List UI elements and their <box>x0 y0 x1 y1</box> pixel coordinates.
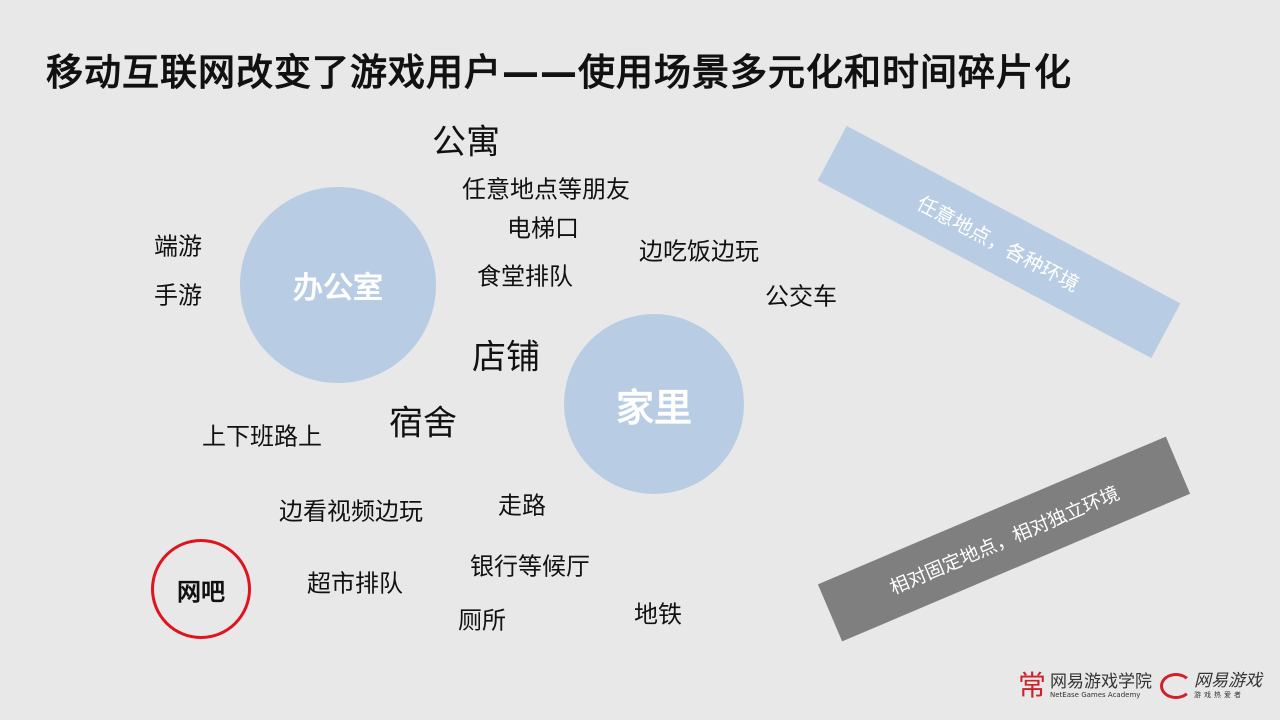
word-bank: 银行等候厅 <box>470 552 590 581</box>
logo-academy: 常 网易游戏学院 NetEase Games Academy <box>1018 672 1152 700</box>
word-bus: 公交车 <box>765 282 837 311</box>
circle-office-label: 办公室 <box>293 271 383 306</box>
slide-title: 移动互联网改变了游戏用户——使用场景多元化和时间碎片化 <box>46 51 1072 94</box>
academy-name: 网易游戏学院 <box>1050 672 1153 692</box>
band-anywhere: 任意地点，各种环境 <box>817 125 1181 359</box>
word-subway: 地铁 <box>634 600 682 629</box>
band-fixed-label: 相对固定地点，相对独立环境 <box>886 481 1123 599</box>
circle-netcafe: 网吧 <box>151 539 251 639</box>
word-dorm: 宿舍 <box>389 403 457 444</box>
circle-home-label: 家里 <box>615 385 692 430</box>
academy-name-en: NetEase Games Academy <box>1050 691 1141 699</box>
circle-home: 家里 <box>564 314 744 494</box>
word-canteen: 食堂排队 <box>477 262 573 291</box>
word-waiting-friends: 任意地点等朋友 <box>462 175 630 204</box>
word-commute: 上下班路上 <box>202 422 322 451</box>
word-store: 店铺 <box>472 337 540 378</box>
logo-netease-games: 网易游戏 游戏热爱者 <box>1160 672 1262 700</box>
word-mobile-games: 手游 <box>154 281 202 310</box>
word-elevator: 电梯口 <box>507 214 579 243</box>
academy-emblem-icon: 常 <box>1018 669 1047 702</box>
word-apartment: 公寓 <box>432 122 500 163</box>
netease-games-sub: 游戏热爱者 <box>1194 691 1244 699</box>
word-pc-games: 端游 <box>154 232 202 261</box>
netease-swirl-icon <box>1160 673 1192 699</box>
word-toilet: 厕所 <box>458 606 506 635</box>
netease-games-name: 网易游戏 <box>1194 671 1262 691</box>
word-supermarket: 超市排队 <box>307 569 403 598</box>
word-eating: 边吃饭边玩 <box>639 237 759 266</box>
band-fixed: 相对固定地点，相对独立环境 <box>817 436 1191 642</box>
circle-netcafe-label: 网吧 <box>177 577 225 606</box>
word-walking: 走路 <box>498 491 546 520</box>
word-watching-video: 边看视频边玩 <box>279 497 423 526</box>
circle-office: 办公室 <box>240 187 436 383</box>
band-anywhere-label: 任意地点，各种环境 <box>913 190 1084 297</box>
